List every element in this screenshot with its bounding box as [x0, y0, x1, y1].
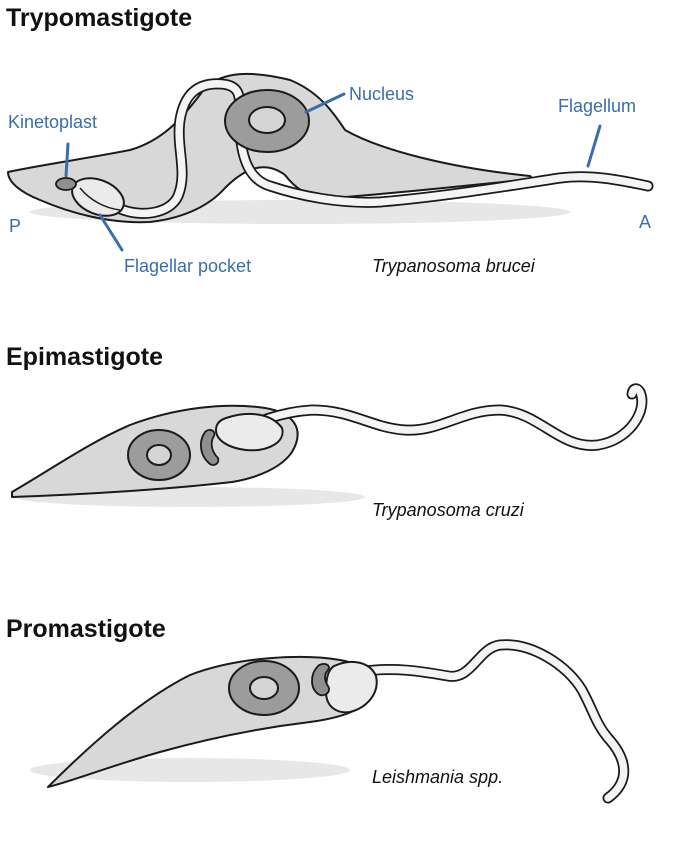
stage-title-trypomastigote: Trypomastigote	[6, 4, 192, 32]
species-name-trypanosoma-cruzi: Trypanosoma cruzi	[372, 500, 525, 520]
label-kinetoplast: Kinetoplast	[8, 112, 97, 132]
kinetoplast-leader	[66, 144, 68, 176]
flagellar-pocket	[216, 414, 283, 450]
panel-epimastigote: Epimastigote Trypanosoma cruzi	[6, 343, 642, 520]
stage-title-epimastigote: Epimastigote	[6, 343, 163, 371]
label-nucleus: Nucleus	[349, 84, 414, 104]
kinetoplast	[56, 178, 76, 190]
flagellum-leader	[588, 126, 600, 166]
nucleus	[128, 430, 190, 480]
nucleus	[225, 90, 309, 152]
panel-promastigote: Promastigote Leishmania spp.	[6, 615, 624, 798]
label-posterior: P	[9, 216, 21, 236]
label-flagellum: Flagellum	[558, 96, 636, 116]
panel-trypomastigote: Trypomastigote Kinetoplast Nucleus Flage…	[6, 4, 651, 276]
nucleus	[229, 661, 299, 715]
label-anterior: A	[639, 212, 651, 232]
flagellar-pocket	[326, 662, 377, 712]
species-name-trypanosoma-brucei: Trypanosoma brucei	[372, 256, 536, 276]
label-flagellar-pocket: Flagellar pocket	[124, 256, 251, 276]
species-name-leishmania: Leishmania spp.	[372, 767, 503, 787]
stage-title-promastigote: Promastigote	[6, 615, 166, 643]
